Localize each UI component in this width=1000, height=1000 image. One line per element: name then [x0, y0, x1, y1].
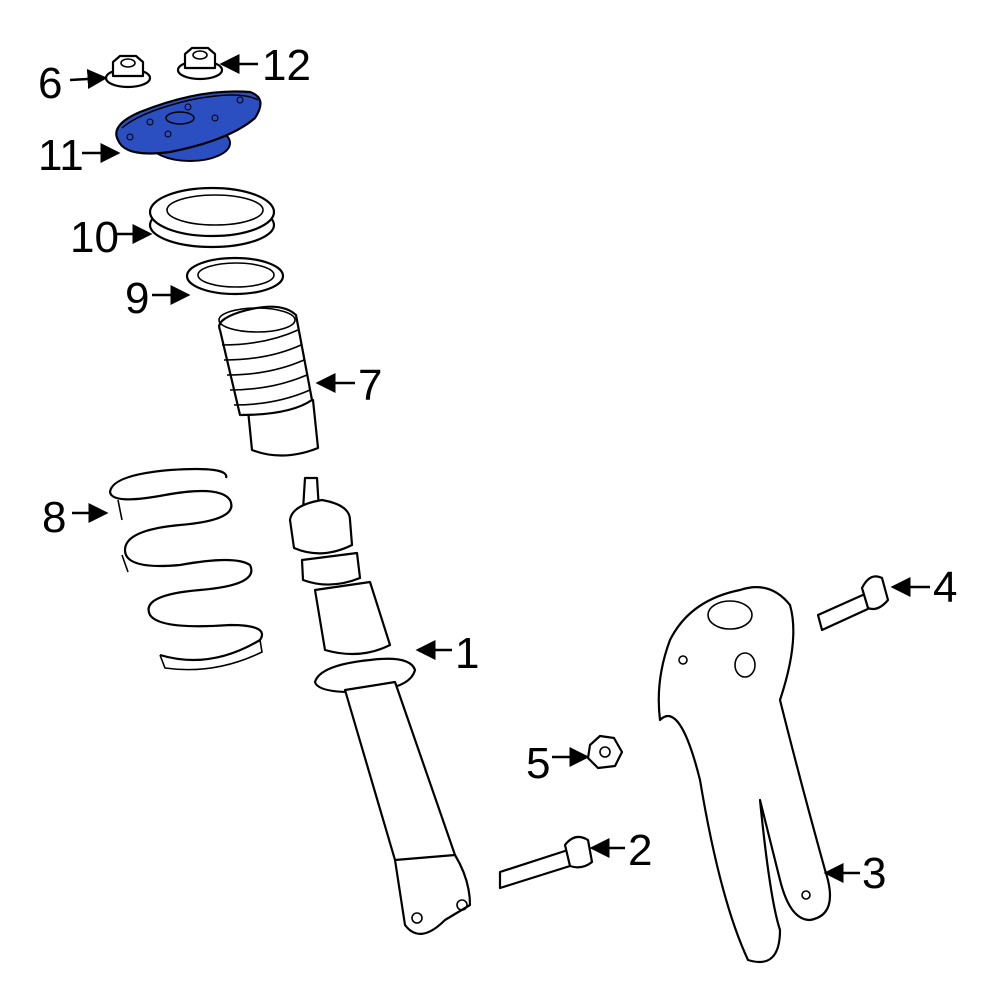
callout-11: 11: [38, 131, 121, 180]
callout-number: 9: [125, 274, 149, 323]
dust-boot-7[interactable]: [218, 305, 320, 457]
callout-number: 8: [42, 493, 66, 542]
strut-mount-11[interactable]: [115, 90, 262, 162]
bolt-2[interactable]: [498, 835, 594, 890]
callout-number: 3: [862, 849, 886, 898]
callout-7: 7: [315, 361, 382, 410]
callout-5: 5: [526, 739, 590, 788]
callout-number: 11: [38, 131, 84, 180]
bearing-10[interactable]: [148, 186, 276, 249]
insulator-9[interactable]: [185, 256, 285, 296]
callout-6: 6: [38, 59, 108, 108]
strut-1[interactable]: [288, 476, 472, 935]
bolt-4[interactable]: [816, 575, 890, 632]
callout-1: 1: [415, 629, 479, 678]
callout-10: 10: [70, 213, 153, 262]
callout-number: 1: [455, 629, 479, 678]
nut-6[interactable]: [104, 54, 152, 89]
callout-number: 4: [933, 563, 957, 612]
callout-number: 5: [526, 739, 550, 788]
nut-12[interactable]: [176, 46, 224, 81]
coil-spring-8[interactable]: [108, 467, 263, 671]
callout-number: 2: [628, 826, 652, 875]
callout-12: 12: [219, 41, 311, 90]
callout-number: 10: [70, 213, 119, 262]
callout-8: 8: [42, 493, 109, 542]
strut-fork-3[interactable]: [657, 586, 832, 963]
callout-3: 3: [823, 849, 886, 898]
callout-number: 12: [262, 41, 311, 90]
callout-2: 2: [589, 826, 652, 875]
callout-number: 7: [358, 361, 382, 410]
nut-5[interactable]: [586, 734, 624, 770]
callout-9: 9: [125, 274, 191, 323]
callout-4: 4: [890, 563, 957, 612]
callout-number: 6: [38, 59, 62, 108]
